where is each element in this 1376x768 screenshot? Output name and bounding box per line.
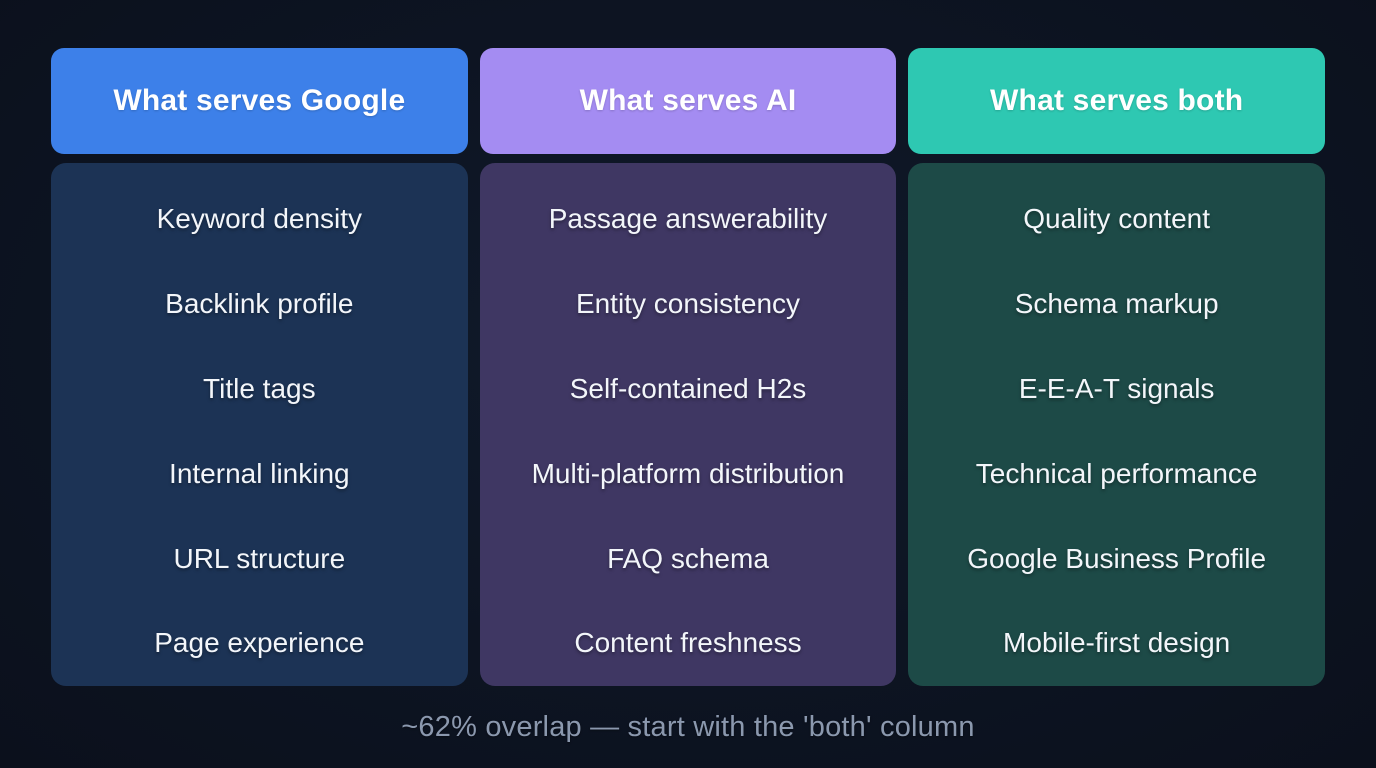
column-body-both: Quality content Schema markup E-E-A-T si… — [908, 163, 1325, 686]
list-item: Title tags — [203, 372, 316, 404]
list-item: Entity consistency — [575, 288, 801, 320]
list-item: Passage answerability — [548, 203, 828, 235]
footer-note: ~62% overlap — start with the 'both' col… — [401, 711, 975, 743]
column-title-both: What serves both — [990, 84, 1244, 117]
list-item: Quality content — [1023, 203, 1211, 235]
column-header-google: What serves Google — [51, 48, 468, 154]
column-header-ai: What serves AI — [479, 48, 897, 154]
column-body-google: Keyword density Backlink profile Title t… — [51, 163, 468, 686]
column-header-both: What serves both — [908, 48, 1325, 154]
comparison-columns: What serves Google Keyword density Backl… — [51, 48, 1325, 686]
list-item: Internal linking — [169, 457, 350, 489]
column-both: What serves both Quality content Schema … — [908, 48, 1325, 686]
list-item: Page experience — [154, 627, 365, 659]
column-title-ai: What serves AI — [579, 84, 797, 117]
column-ai: What serves AI Passage answerability Ent… — [479, 48, 897, 686]
list-item: E-E-A-T signals — [1018, 372, 1215, 404]
list-item: Schema markup — [1014, 288, 1219, 320]
column-google: What serves Google Keyword density Backl… — [51, 48, 468, 686]
list-item: Mobile-first design — [1003, 627, 1231, 659]
column-body-ai: Passage answerability Entity consistency… — [479, 163, 897, 686]
list-item: Content freshness — [574, 627, 802, 659]
list-item: Backlink profile — [165, 288, 354, 320]
list-item: URL structure — [173, 542, 346, 574]
list-item: Technical performance — [975, 457, 1258, 489]
list-item: FAQ schema — [607, 542, 769, 574]
list-item: Self-contained H2s — [569, 372, 807, 404]
list-item: Google Business Profile — [967, 542, 1267, 574]
column-title-google: What serves Google — [113, 84, 406, 117]
list-item: Keyword density — [156, 203, 363, 235]
list-item: Multi-platform distribution — [531, 457, 845, 489]
